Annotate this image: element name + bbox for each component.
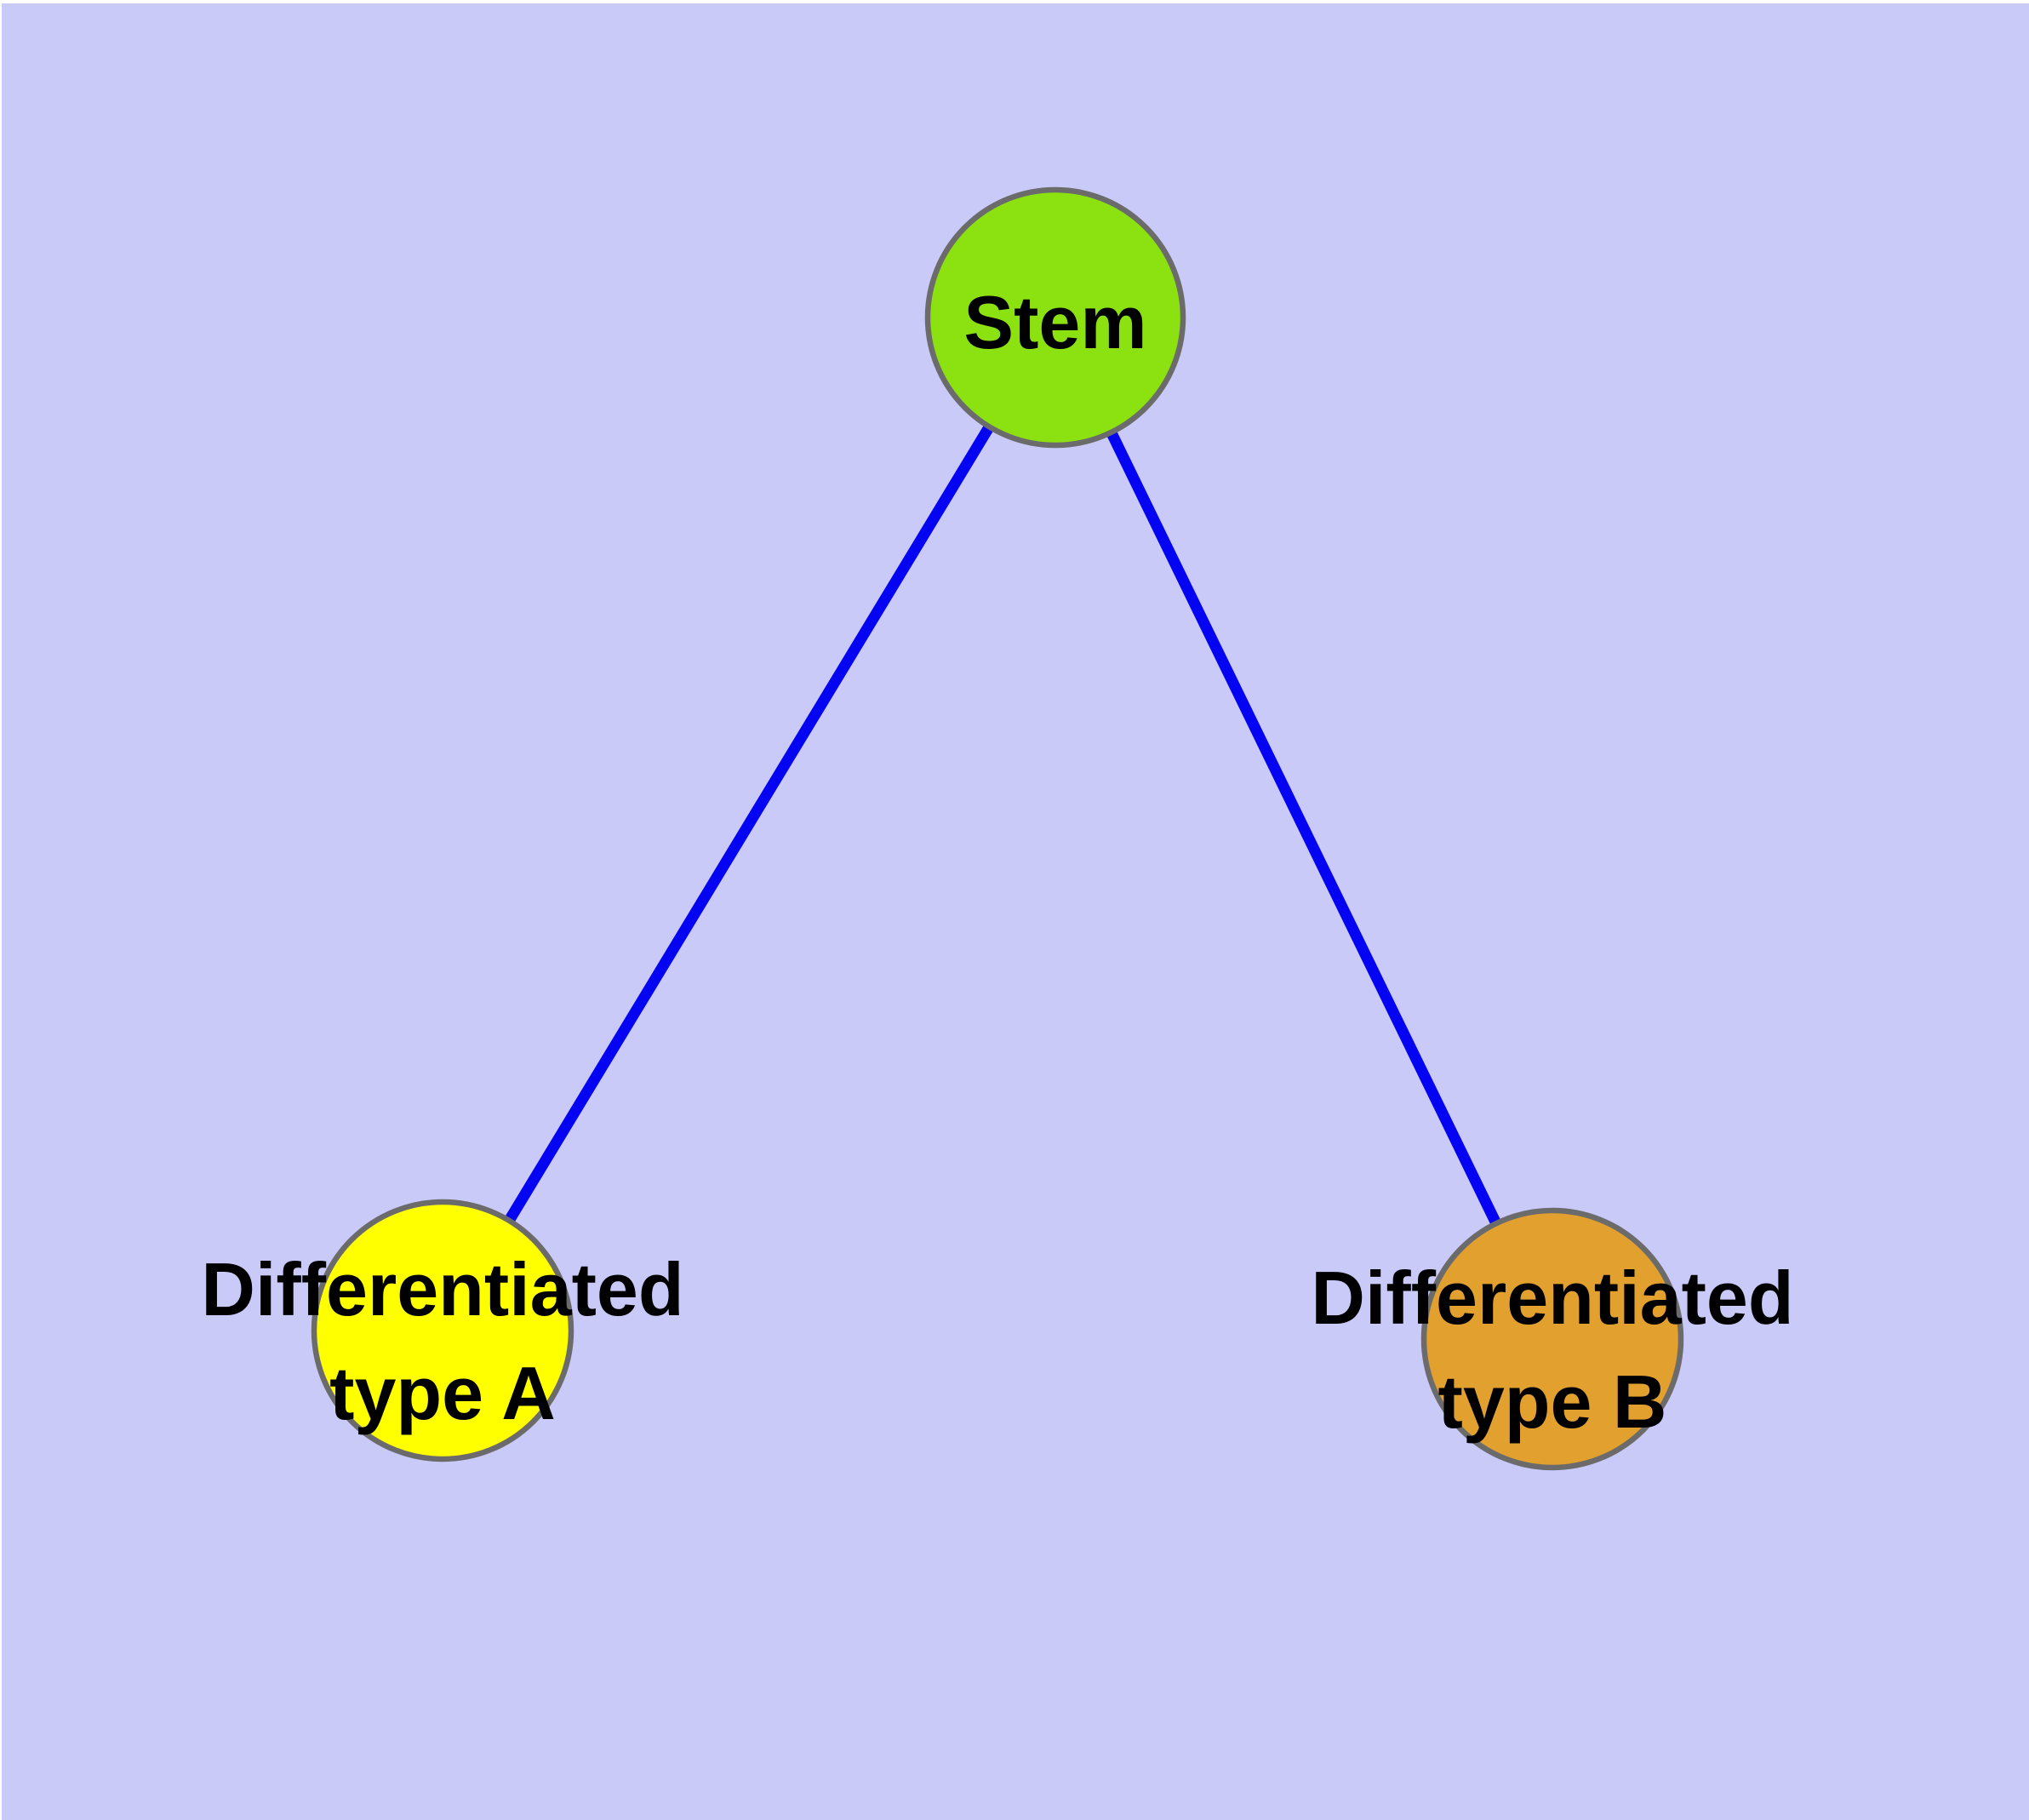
- node-diff-a-label-line2: type A: [329, 1351, 556, 1435]
- node-stem-label: Stem: [963, 280, 1146, 364]
- edge-stem-to-diff-a: [437, 314, 1060, 1334]
- node-diff-b-label-line2: type B: [1438, 1359, 1667, 1444]
- node-diff-b-circle: [1420, 1207, 1684, 1471]
- node-diff-b-label-line1: Differentiated: [1311, 1256, 1793, 1340]
- node-stem-label-line1: Stem: [963, 280, 1146, 364]
- node-diff-a-label-line1: Differentiated: [201, 1247, 683, 1331]
- node-diff-a-circle: [311, 1199, 574, 1462]
- edge-stem-to-diff-b: [1050, 315, 1557, 1342]
- node-diff-b-label: Differentiated type B: [1311, 1256, 1793, 1444]
- node-diff-a-label: Differentiated type A: [201, 1247, 683, 1435]
- node-stem-circle: [924, 186, 1186, 449]
